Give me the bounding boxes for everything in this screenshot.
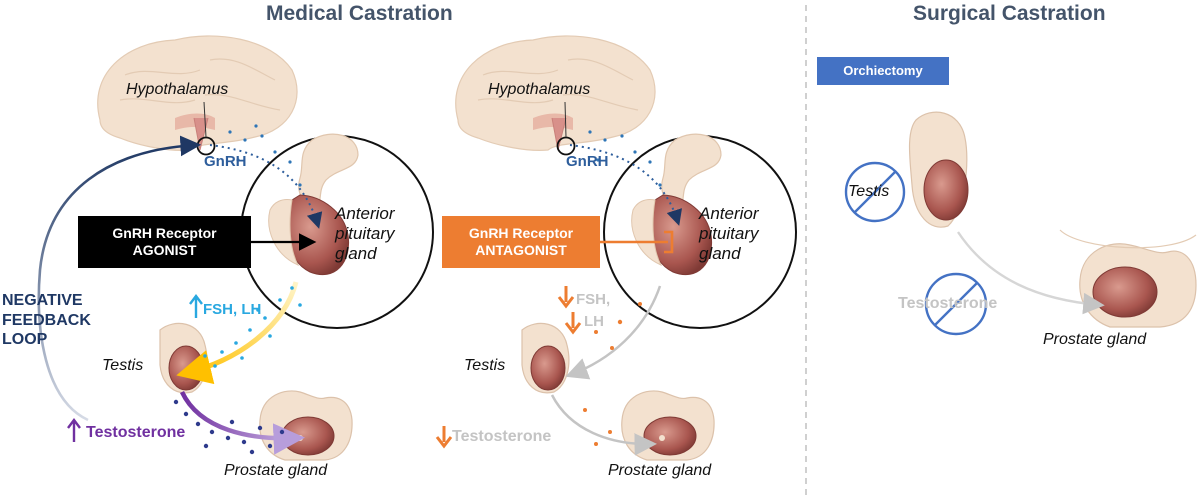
orchiectomy-label: Orchiectomy [817, 57, 949, 85]
surgical-testis [908, 111, 969, 228]
antagonist-brain [455, 35, 656, 151]
agonist-gnrh-label: GnRH [204, 153, 247, 170]
gnrh-receptor-antagonist-box: GnRH Receptor ANTAGONIST [442, 216, 600, 268]
agonist-prostate-label: Prostate gland [224, 462, 328, 479]
surgical-prostate-label: Prostate gland [1043, 331, 1147, 348]
antagonist-pituitary-gland [631, 133, 722, 275]
antagonist-prostate-label: Prostate gland [608, 462, 712, 479]
fsh-lh-up-arrow [189, 294, 203, 318]
agonist-gnrh-particles [228, 124, 302, 187]
agonist-brain [97, 35, 298, 151]
antagonist-fsh-lh-particles [594, 302, 642, 350]
gnrh-receptor-agonist-box: GnRH Receptor AGONIST [78, 216, 251, 268]
surgical-testis-no-symbol [844, 161, 906, 223]
surgical-prostate [1059, 229, 1197, 328]
fsh-down-arrow [557, 286, 575, 309]
agonist-fsh-lh-arrow [176, 281, 299, 385]
antagonist-testosterone-arrow [550, 394, 657, 456]
antagonist-prostate [621, 390, 715, 461]
agonist-hypothalamus-pointer [203, 101, 207, 138]
agonist-fsh-lh-particles [203, 286, 302, 368]
agonist-pituitary-label: Anterior pituitary gland [335, 204, 395, 264]
antagonist-gnrh-label: GnRH [566, 153, 609, 170]
surgical-testosterone-no-symbol [924, 272, 988, 336]
antagonist-fsh-lh-arrow [565, 285, 662, 380]
antagonist-hypothalamus-marker [556, 136, 576, 156]
antagonist-gnrh-arrow [569, 144, 683, 226]
surgical-testis-label: Testis [848, 183, 890, 200]
agonist-testis [159, 322, 208, 394]
agonist-testosterone-label: Testosterone [86, 424, 186, 441]
antagonist-testis [521, 322, 570, 394]
negative-feedback-arrow [37, 135, 202, 422]
antagonist-hypothalamus-pointer [564, 101, 567, 138]
lh-down-arrow [564, 312, 582, 335]
agonist-pituitary-gland [268, 133, 359, 275]
antagonist-lh-label: LH [584, 313, 604, 330]
agonist-fsh-lh-label: FSH, LH [203, 301, 262, 318]
agonist-testis-label: Testis [102, 357, 144, 374]
antagonist-testosterone-particles [583, 408, 612, 446]
testosterone-up-arrow [67, 418, 81, 442]
antagonist-gnrh-particles [588, 130, 662, 187]
agonist-testosterone-arrow [179, 390, 305, 455]
antagonist-testosterone-label: Testosterone [452, 428, 552, 445]
antagonist-testis-label: Testis [464, 357, 506, 374]
antagonist-fsh-label: FSH, [576, 291, 611, 308]
surgical-castration-title: Surgical Castration [913, 2, 1106, 25]
negative-feedback-loop-label: NEGATIVE FEEDBACK LOOP [2, 292, 91, 349]
agonist-hypothalamus-label: Hypothalamus [126, 81, 229, 98]
medical-castration-title: Medical Castration [266, 2, 453, 25]
antagonist-blocker [598, 230, 674, 254]
surgical-testosterone-label: Testosterone [898, 295, 998, 312]
surgical-testosterone-arrow [957, 231, 1105, 315]
testosterone-down-arrow [435, 426, 453, 449]
agonist-prostate [259, 390, 353, 461]
antagonist-pituitary-label: Anterior pituitary gland [699, 204, 759, 264]
antagonist-hypothalamus-label: Hypothalamus [488, 81, 591, 98]
agonist-testosterone-particles [173, 399, 285, 455]
